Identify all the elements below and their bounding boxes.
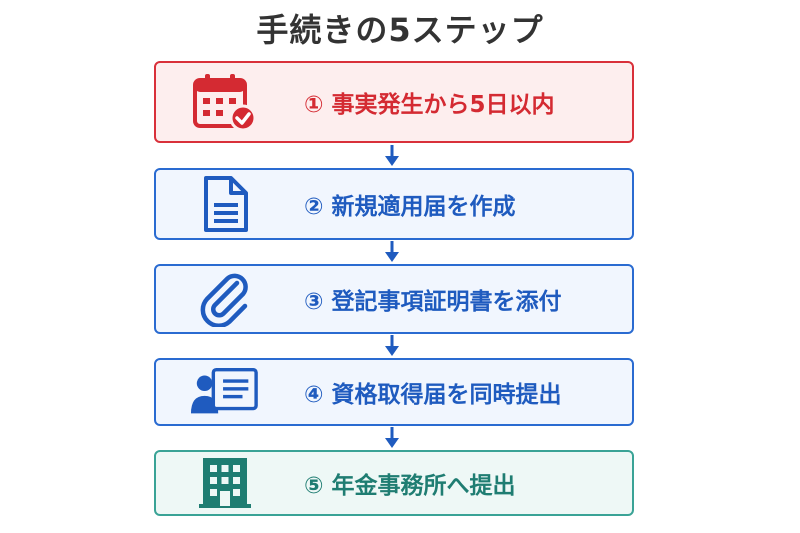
- document-icon: [190, 174, 260, 234]
- arrow-down-icon: [385, 427, 399, 448]
- step-5-label: ⑤ 年金事務所へ提出: [304, 473, 516, 499]
- step-3-label: ③ 登記事項証明書を添付: [304, 289, 562, 315]
- paperclip-icon: [190, 269, 260, 329]
- step-2-box: ② 新規適用届を作成: [154, 168, 634, 240]
- arrow-down-icon: [385, 241, 399, 262]
- arrow-down-icon: [385, 145, 399, 166]
- step-4-label: ④ 資格取得届を同時提出: [304, 382, 562, 408]
- step-1-box: ① 事実発生から5日以内: [154, 61, 634, 143]
- step-2-label: ② 新規適用届を作成: [304, 194, 516, 220]
- step-1-label: ① 事実発生から5日以内: [304, 92, 555, 118]
- person-form-icon: [190, 362, 260, 422]
- step-4-box: ④ 資格取得届を同時提出: [154, 358, 634, 426]
- calendar-check-icon: [190, 72, 260, 132]
- step-3-box: ③ 登記事項証明書を添付: [154, 264, 634, 334]
- arrow-down-icon: [385, 335, 399, 356]
- office-building-icon: [190, 453, 260, 513]
- step-5-box: ⑤ 年金事務所へ提出: [154, 450, 634, 516]
- diagram-title: 手続きの5ステップ: [256, 11, 544, 49]
